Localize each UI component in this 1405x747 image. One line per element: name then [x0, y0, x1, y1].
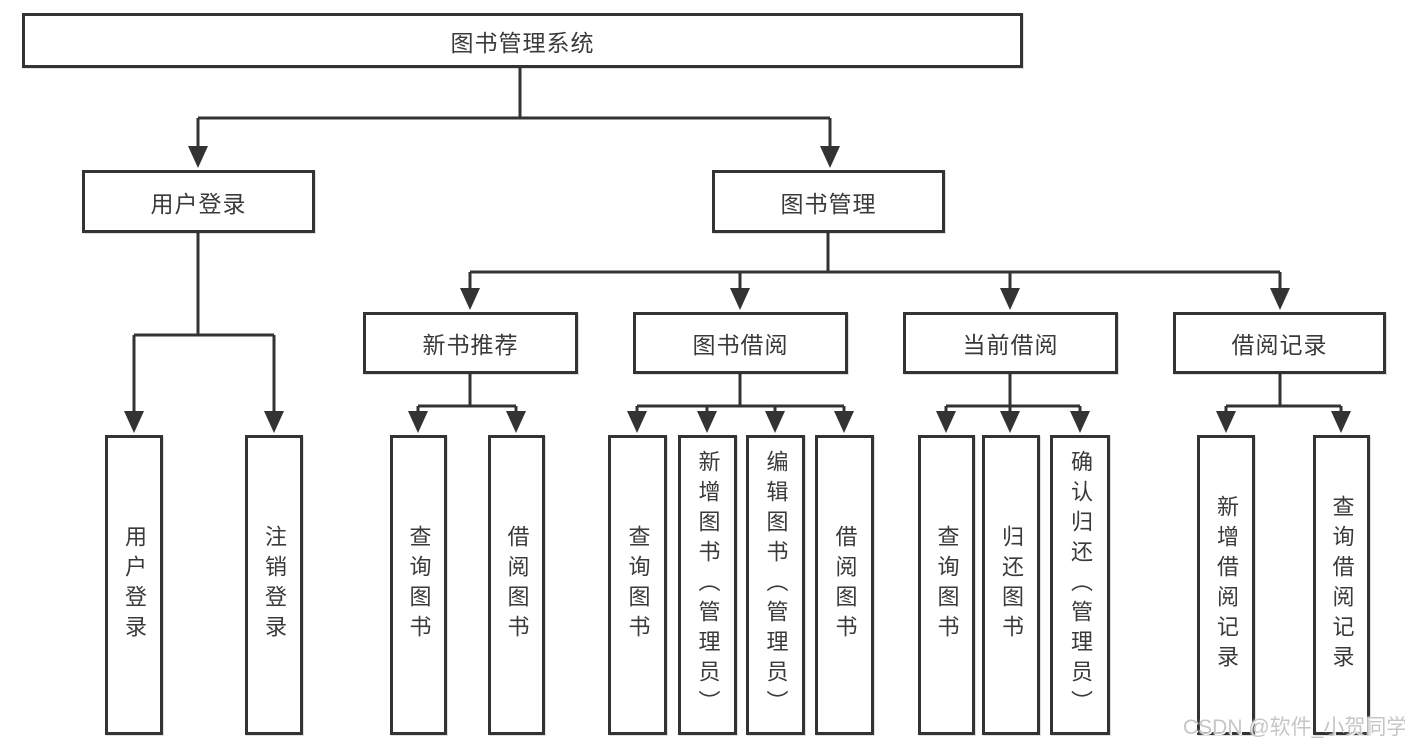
node-root: 图书管理系统: [22, 13, 1023, 68]
node-root-label: 图书管理系统: [450, 29, 595, 56]
node-leaf-current-return: 归还图书: [982, 435, 1040, 735]
leaf-label: 借阅图书: [504, 525, 530, 645]
node-user-login: 用户登录: [82, 170, 315, 233]
node-borrowing-label: 图书借阅: [692, 332, 789, 358]
leaf-label: 查询图书: [406, 525, 432, 645]
node-book-mgmt: 图书管理: [712, 170, 945, 233]
node-leaf-new-books-borrow: 借阅图书: [488, 435, 545, 735]
leaf-label: 查询图书: [934, 525, 960, 645]
node-leaf-borrowing-edit: 编辑图书（管理员）: [746, 435, 805, 735]
leaf-label: 查询图书: [625, 525, 651, 645]
connector-book-mgmt-children: [460, 233, 1290, 310]
connector-new-books-children: [408, 374, 526, 433]
leaf-label: 新增借阅记录: [1214, 495, 1239, 675]
leaf-label: 借阅图书: [832, 525, 858, 645]
leaf-label: 用户登录: [122, 525, 147, 645]
node-leaf-borrowing-borrow: 借阅图书: [815, 435, 874, 735]
node-new-books-label: 新书推荐: [422, 332, 519, 358]
node-current-label: 当前借阅: [962, 332, 1059, 358]
node-leaf-logout: 注销登录: [245, 435, 303, 735]
node-current: 当前借阅: [903, 312, 1118, 374]
connector-current-children: [936, 374, 1090, 433]
node-leaf-borrowing-add: 新增图书（管理员）: [678, 435, 737, 735]
node-user-login-label: 用户登录: [150, 190, 247, 217]
leaf-label: 编辑图书（管理员）: [763, 450, 789, 720]
connector-records-children: [1216, 374, 1351, 433]
leaf-label: 归还图书: [999, 525, 1024, 645]
leaf-label: 新增图书（管理员）: [695, 450, 721, 720]
node-records-label: 借阅记录: [1231, 332, 1328, 358]
leaf-label: 查询借阅记录: [1329, 495, 1355, 675]
node-leaf-current-confirm: 确认归还（管理员）: [1050, 435, 1110, 735]
node-leaf-records-query: 查询借阅记录: [1313, 435, 1370, 735]
node-new-books: 新书推荐: [363, 312, 578, 374]
connector-borrowing-children: [627, 374, 854, 433]
node-book-mgmt-label: 图书管理: [780, 190, 877, 217]
node-leaf-borrowing-query: 查询图书: [608, 435, 667, 735]
connector-root-to-level2: [188, 66, 840, 168]
leaf-label: 确认归还（管理员）: [1068, 450, 1093, 720]
node-records: 借阅记录: [1173, 312, 1386, 374]
node-leaf-records-add: 新增借阅记录: [1197, 435, 1255, 735]
connector-user-login-children: [124, 233, 284, 433]
csdn-watermark: CSDN @软件_小贺同学: [1183, 716, 1405, 739]
leaf-label: 注销登录: [262, 525, 287, 645]
node-borrowing: 图书借阅: [633, 312, 848, 374]
node-leaf-new-books-query: 查询图书: [390, 435, 447, 735]
node-leaf-user-login: 用户登录: [105, 435, 163, 735]
node-leaf-current-query: 查询图书: [918, 435, 975, 735]
